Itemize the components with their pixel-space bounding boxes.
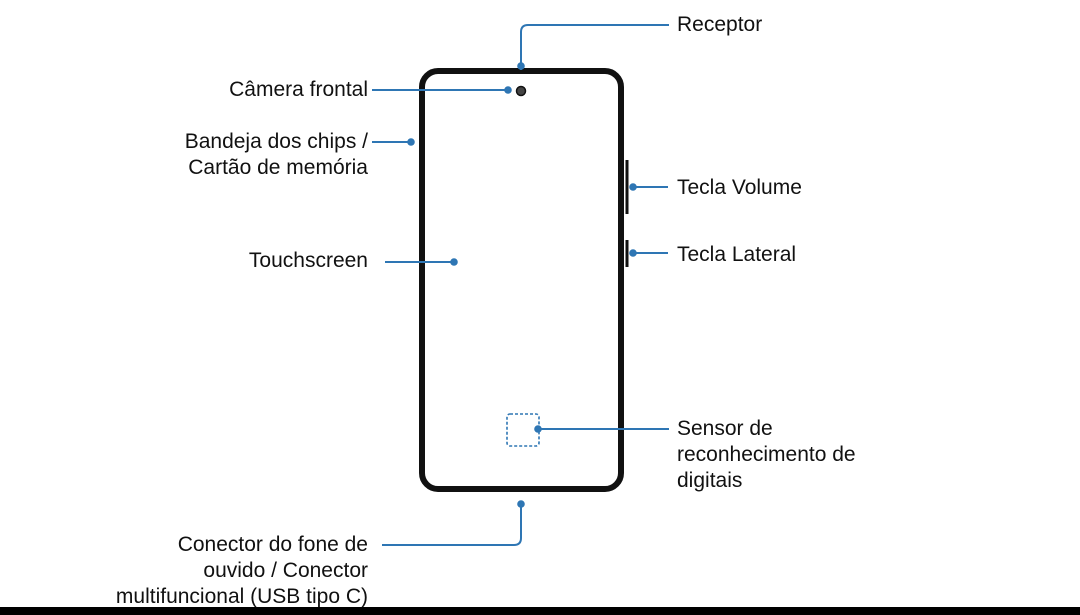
label-receptor-text: Receptor <box>677 13 763 36</box>
dot-bandeja <box>407 138 415 146</box>
label-touchscreen-text: Touchscreen <box>248 249 368 272</box>
label-tecla-lateral-text: Tecla Lateral <box>677 243 797 266</box>
label-receptor: Receptor <box>677 12 762 38</box>
label-conector-line1: Conector do fone de <box>177 533 368 556</box>
label-sensor: Sensor de reconhecimento de digitais <box>677 416 856 494</box>
dot-tecla-volume <box>629 183 637 191</box>
label-camera-frontal-text: Câmera frontal <box>229 78 368 101</box>
label-conector: Conector do fone de ouvido / Conector mu… <box>116 532 368 610</box>
label-bandeja-line1: Bandeja dos chips / <box>184 130 368 153</box>
dot-touchscreen <box>450 258 458 266</box>
label-conector-line2: ouvido / Conector <box>203 559 368 582</box>
dot-sensor <box>534 425 542 433</box>
dot-receptor <box>517 62 525 70</box>
label-touchscreen: Touchscreen <box>249 248 368 274</box>
label-sensor-line2: reconhecimento de <box>677 443 856 466</box>
label-sensor-line1: Sensor de <box>677 417 773 440</box>
phone-body-outline <box>419 68 624 492</box>
leader-lines <box>372 24 669 546</box>
fingerprint-sensor-area <box>506 413 540 447</box>
label-tecla-lateral: Tecla Lateral <box>677 242 796 268</box>
label-bandeja: Bandeja dos chips / Cartão de memória <box>185 129 368 181</box>
leader-receptor <box>520 24 669 70</box>
dot-conector <box>517 500 525 508</box>
dot-camera-frontal <box>504 86 512 94</box>
leader-conector <box>382 505 522 546</box>
label-camera-frontal: Câmera frontal <box>229 77 368 103</box>
label-sensor-line3: digitais <box>677 469 743 492</box>
label-conector-line3: multifuncional (USB tipo C) <box>115 585 368 608</box>
front-camera-icon <box>515 85 527 97</box>
label-tecla-volume-text: Tecla Volume <box>677 176 802 199</box>
dot-tecla-lateral <box>629 249 637 257</box>
bottom-border-bar <box>0 607 1080 615</box>
label-tecla-volume: Tecla Volume <box>677 175 802 201</box>
label-bandeja-line2: Cartão de memória <box>188 156 368 179</box>
leader-dots <box>407 62 637 508</box>
